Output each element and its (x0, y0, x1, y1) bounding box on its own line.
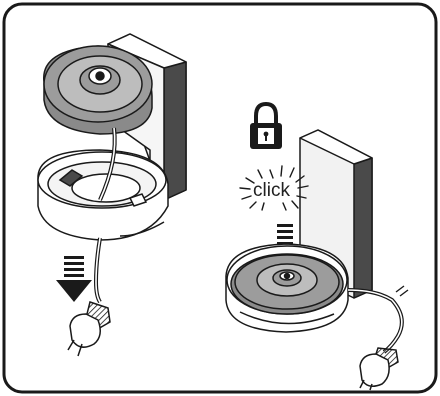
kettle-base-icon (226, 244, 348, 332)
click-label: click (253, 180, 290, 201)
kettle-base-icon (44, 46, 152, 134)
